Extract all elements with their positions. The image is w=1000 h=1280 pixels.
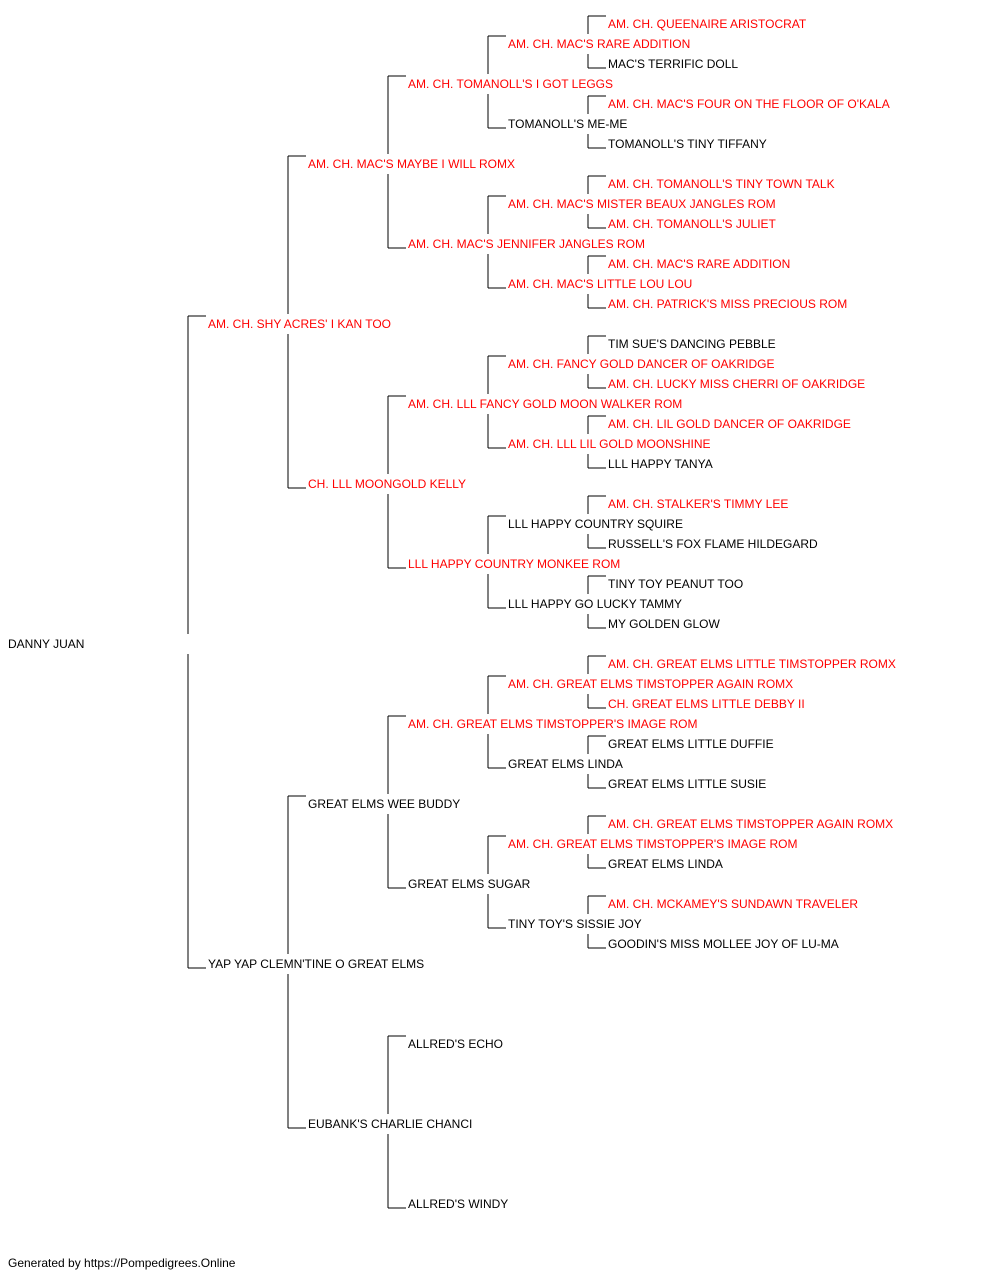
- ancestor-name: EUBANK'S CHARLIE CHANCI: [308, 1117, 472, 1131]
- ancestor-name: AM. CH. LUCKY MISS CHERRI OF OAKRIDGE: [608, 377, 865, 391]
- ancestor-name: AM. CH. LLL LIL GOLD MOONSHINE: [508, 437, 711, 451]
- ancestor-name: YAP YAP CLEMN'TINE O GREAT ELMS: [208, 957, 424, 971]
- ancestor-name: GREAT ELMS SUGAR: [408, 877, 531, 891]
- ancestor-name: LLL HAPPY COUNTRY MONKEE ROM: [408, 557, 620, 571]
- ancestor-name: AM. CH. TOMANOLL'S JULIET: [608, 217, 777, 231]
- ancestor-name: RUSSELL'S FOX FLAME HILDEGARD: [608, 537, 818, 551]
- ancestor-name: AM. CH. MAC'S LITTLE LOU LOU: [508, 277, 692, 291]
- ancestor-name: TOMANOLL'S ME-ME: [508, 117, 627, 131]
- ancestor-name: GOODIN'S MISS MOLLEE JOY OF LU-MA: [608, 937, 839, 951]
- ancestor-name: MY GOLDEN GLOW: [608, 617, 720, 631]
- ancestor-name: GREAT ELMS LINDA: [508, 757, 623, 771]
- ancestor-name: AM. CH. MAC'S FOUR ON THE FLOOR OF O'KAL…: [608, 97, 890, 111]
- ancestor-name: GREAT ELMS WEE BUDDY: [308, 797, 460, 811]
- ancestor-name: AM. CH. LLL FANCY GOLD MOON WALKER ROM: [408, 397, 682, 411]
- ancestor-name: AM. CH. TOMANOLL'S TINY TOWN TALK: [608, 177, 835, 191]
- ancestor-name: CH. LLL MOONGOLD KELLY: [308, 477, 466, 491]
- ancestor-name: AM. CH. MAC'S MAYBE I WILL ROMX: [308, 157, 515, 171]
- ancestor-name: AM. CH. GREAT ELMS TIMSTOPPER'S IMAGE RO…: [508, 837, 797, 851]
- ancestor-name: AM. CH. TOMANOLL'S I GOT LEGGS: [408, 77, 613, 91]
- ancestor-name: ALLRED'S WINDY: [408, 1197, 508, 1211]
- ancestor-name: GREAT ELMS LITTLE DUFFIE: [608, 737, 774, 751]
- ancestor-name: AM. CH. MCKAMEY'S SUNDAWN TRAVELER: [608, 897, 858, 911]
- ancestor-name: LLL HAPPY GO LUCKY TAMMY: [508, 597, 682, 611]
- ancestor-name: AM. CH. STALKER'S TIMMY LEE: [608, 497, 788, 511]
- ancestor-name: CH. GREAT ELMS LITTLE DEBBY II: [608, 697, 805, 711]
- ancestor-name: AM. CH. GREAT ELMS TIMSTOPPER AGAIN ROMX: [508, 677, 793, 691]
- ancestor-name: AM. CH. MAC'S MISTER BEAUX JANGLES ROM: [508, 197, 776, 211]
- ancestor-name: AM. CH. GREAT ELMS TIMSTOPPER AGAIN ROMX: [608, 817, 893, 831]
- subject-name: DANNY JUAN: [8, 637, 84, 651]
- ancestor-name: TOMANOLL'S TINY TIFFANY: [608, 137, 767, 151]
- ancestor-name: AM. CH. SHY ACRES' I KAN TOO: [208, 317, 391, 331]
- ancestor-name: MAC'S TERRIFIC DOLL: [608, 57, 738, 71]
- ancestor-name: AM. CH. MAC'S RARE ADDITION: [608, 257, 790, 271]
- ancestor-name: AM. CH. MAC'S RARE ADDITION: [508, 37, 690, 51]
- ancestor-name: TINY TOY PEANUT TOO: [608, 577, 743, 591]
- ancestor-name: AM. CH. PATRICK'S MISS PRECIOUS ROM: [608, 297, 847, 311]
- ancestor-name: GREAT ELMS LITTLE SUSIE: [608, 777, 766, 791]
- ancestor-name: TIM SUE'S DANCING PEBBLE: [608, 337, 776, 351]
- ancestor-name: AM. CH. FANCY GOLD DANCER OF OAKRIDGE: [508, 357, 774, 371]
- ancestor-name: TINY TOY'S SISSIE JOY: [508, 917, 642, 931]
- ancestor-name: GREAT ELMS LINDA: [608, 857, 723, 871]
- ancestor-name: LLL HAPPY TANYA: [608, 457, 713, 471]
- ancestor-name: AM. CH. GREAT ELMS TIMSTOPPER'S IMAGE RO…: [408, 717, 697, 731]
- ancestor-name: AM. CH. MAC'S JENNIFER JANGLES ROM: [408, 237, 645, 251]
- ancestor-name: AM. CH. LIL GOLD DANCER OF OAKRIDGE: [608, 417, 851, 431]
- footer-credit: Generated by https://Pompedigrees.Online: [8, 1256, 236, 1270]
- ancestor-name: AM. CH. GREAT ELMS LITTLE TIMSTOPPER ROM…: [608, 657, 896, 671]
- ancestor-name: ALLRED'S ECHO: [408, 1037, 503, 1051]
- ancestor-name: LLL HAPPY COUNTRY SQUIRE: [508, 517, 683, 531]
- ancestor-name: AM. CH. QUEENAIRE ARISTOCRAT: [608, 17, 807, 31]
